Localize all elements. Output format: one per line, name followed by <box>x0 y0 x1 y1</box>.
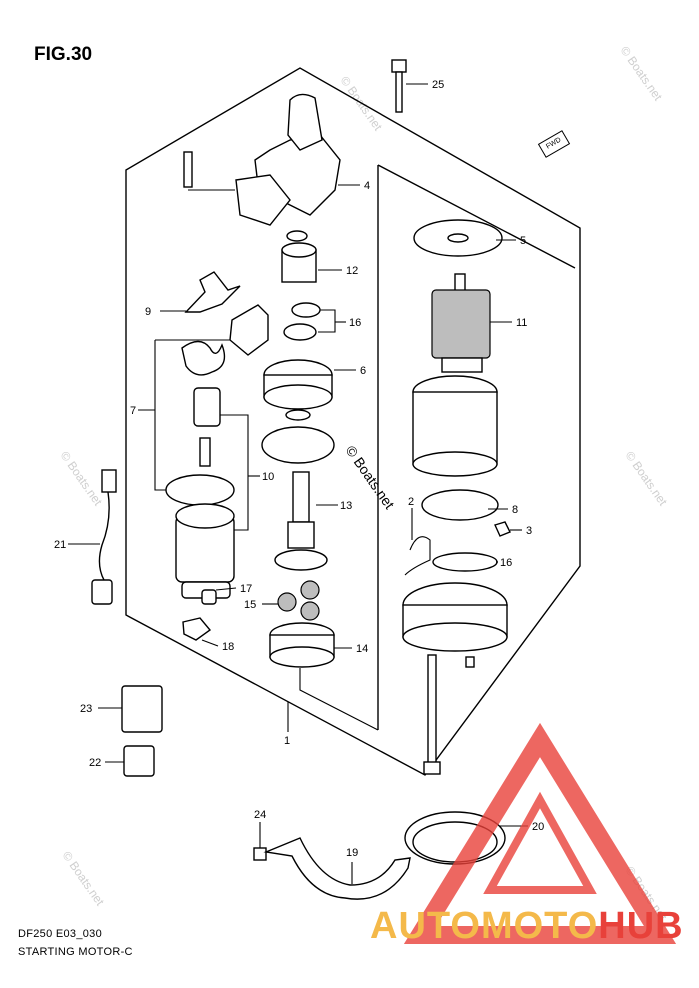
part-16-clips <box>283 302 346 341</box>
callout-22: 22 <box>89 757 101 769</box>
callout-17: 17 <box>240 583 252 595</box>
callout-19: 19 <box>346 847 358 859</box>
part-18-clamp <box>182 617 219 647</box>
part-13-shaft <box>274 471 338 571</box>
brand-part-1: AUTOMOTO <box>370 905 599 947</box>
callout-1: 1 <box>284 735 290 747</box>
callout-4: 4 <box>364 180 370 192</box>
callout-labels: 25 4 5 12 9 11 16 6 7 10 2 13 8 3 21 16 … <box>54 79 544 859</box>
part-7-solenoid-group <box>138 304 269 491</box>
part-6-gear-housing <box>263 359 356 421</box>
part-17-fitting <box>201 587 237 605</box>
assembly-outline-inner <box>377 164 576 269</box>
callout-25: 25 <box>432 79 444 91</box>
part-25-bolt <box>391 59 428 113</box>
brand-wordmark: AUTOMOTOHUB <box>370 905 684 948</box>
end-cover <box>402 582 508 668</box>
part-3-nut <box>494 521 522 537</box>
callout-21: 21 <box>54 539 66 551</box>
figure-code: DF250 E03_030 <box>18 928 103 940</box>
part-22-relay <box>105 745 155 777</box>
part-2-lead <box>404 508 431 576</box>
part-21-lead-wire <box>68 469 117 605</box>
solenoid-motor-body <box>175 503 235 599</box>
part-19-bracket <box>263 837 411 900</box>
part-24-bolt <box>253 822 267 861</box>
callout-9: 9 <box>145 306 151 318</box>
callout-24: 24 <box>254 809 266 821</box>
callout-23: 23 <box>80 703 92 715</box>
callout-18: 18 <box>222 641 234 653</box>
part-23-relay <box>98 685 163 733</box>
watermark: © Boats.net <box>60 849 108 909</box>
part-5-plate <box>413 219 516 257</box>
callout-16: 16 <box>349 317 361 329</box>
callout-13: 13 <box>340 500 352 512</box>
assembly-1-leader <box>299 668 379 731</box>
callout-7: 7 <box>130 405 136 417</box>
part-12-pinion <box>281 230 342 283</box>
callout-15: 15 <box>244 599 256 611</box>
part-10-plate <box>165 414 335 531</box>
callout-20: 20 <box>532 821 544 833</box>
yoke-cylinder <box>412 375 498 477</box>
figure-title: FIG.30 <box>34 44 93 65</box>
callout-11: 11 <box>516 317 527 329</box>
callout-16: 16 <box>500 557 512 569</box>
callout-6: 6 <box>360 365 366 377</box>
callout-2: 2 <box>408 496 414 508</box>
part-14-ring-gear <box>269 622 352 668</box>
brand-part-2: HUB <box>598 905 684 947</box>
callout-5: 5 <box>520 235 526 247</box>
assembly-outline <box>125 67 581 776</box>
part-16-washer <box>432 552 498 572</box>
callout-14: 14 <box>356 643 368 655</box>
brand-logo-triangle <box>403 722 677 944</box>
figure-subtitle: STARTING MOTOR-C <box>18 946 133 958</box>
callout-12: 12 <box>346 265 358 277</box>
watermark: © Boats.net <box>58 449 106 509</box>
part-8-brush-holder <box>421 489 508 521</box>
part-11-armature <box>431 273 512 373</box>
callout-10: 10 <box>262 471 274 483</box>
part-4-end-housing <box>183 93 360 226</box>
part-15-planetary-gears <box>262 580 320 621</box>
watermark: © Boats.net <box>623 449 671 509</box>
part-9-lever <box>160 271 241 313</box>
callout-3: 3 <box>526 525 532 537</box>
callout-8: 8 <box>512 504 518 516</box>
through-bolt <box>423 654 441 775</box>
watermark: © Boats.net <box>618 44 666 104</box>
